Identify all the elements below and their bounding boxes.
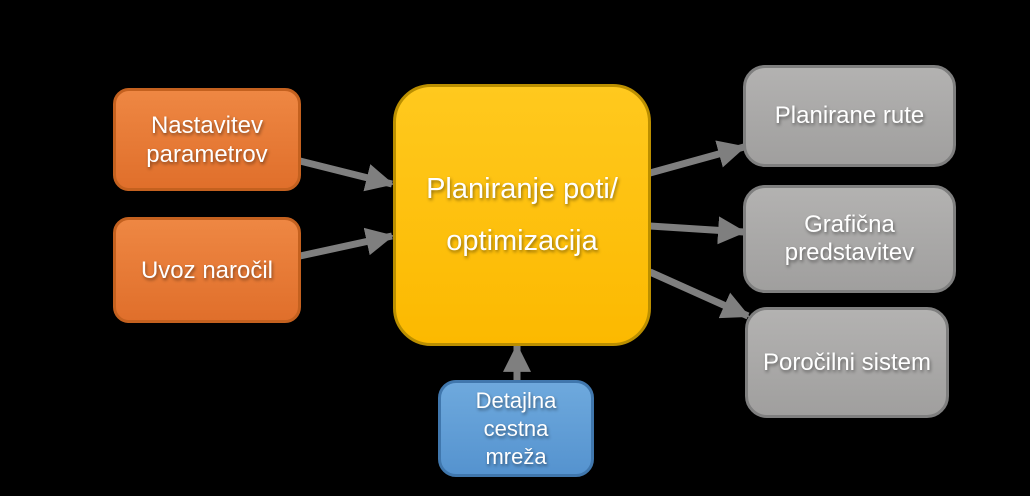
node-nastavitev-parametrov: Nastavitev parametrov <box>113 88 301 191</box>
node-label-nastavitev: Nastavitev parametrov <box>146 111 268 168</box>
node-label-porocilni: Poročilni sistem <box>762 348 932 376</box>
node-graficna-predstavitev: Grafična predstavitev <box>743 185 956 293</box>
node-planiranje-poti-optimizacija: Planiranje poti/ optimizacija <box>393 84 651 346</box>
node-uvoz-narocil: Uvoz naročil <box>113 217 301 323</box>
node-planirane-rute: Planirane rute <box>743 65 956 167</box>
node-label-detajlna: Detajlna cestna mreža <box>475 387 557 469</box>
node-label-planiranje: Planiranje poti/ optimizacija <box>426 173 618 257</box>
arrow-planiranje-to-porocilni <box>648 268 750 320</box>
node-porocilni-sistem: Poročilni sistem <box>745 307 949 418</box>
node-label-rute: Planirane rute <box>774 102 925 129</box>
node-label-graficna: Grafična predstavitev <box>784 211 915 266</box>
arrow-planiranje-to-graficna <box>649 216 747 245</box>
node-detajlna-cestna-mreza: Detajlna cestna mreža <box>438 380 594 477</box>
arrow-nastavitev-to-planiranje <box>299 157 395 192</box>
arrow-uvoz-to-planiranje <box>299 227 395 260</box>
node-label-uvoz: Uvoz naročil <box>140 256 274 284</box>
arrow-planiranje-to-rute <box>649 140 747 177</box>
